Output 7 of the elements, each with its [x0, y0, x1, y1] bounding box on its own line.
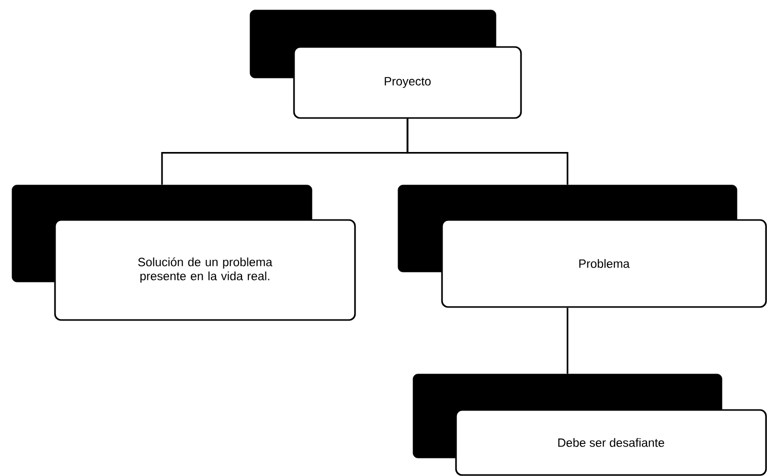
connector-line: [566, 308, 568, 374]
connector-line: [406, 118, 568, 185]
node-label: Proyecto: [384, 77, 431, 88]
shadowed-box: Solución de un problema presente en la vida real.: [12, 184, 356, 321]
shadowed-box: Debe ser desafiante: [412, 374, 767, 476]
shadowed-box: Proyecto: [250, 10, 522, 119]
shadowed-box: Problema: [398, 184, 767, 308]
